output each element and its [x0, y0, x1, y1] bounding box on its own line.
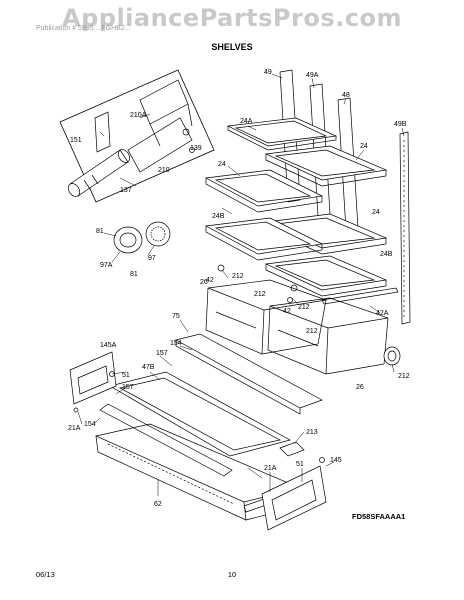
callout-157-lower: 157: [122, 384, 134, 391]
callout-49B: 49B: [394, 121, 407, 128]
crisper-drawers: [205, 279, 401, 375]
callout-49A: 49A: [306, 72, 319, 79]
callout-212-left: 212: [232, 273, 244, 280]
callout-212-lower: 212: [306, 328, 318, 335]
callout-212-far-right: 212: [398, 373, 410, 380]
callout-81-bottom: 81: [130, 271, 138, 278]
footer-page-number: 10: [227, 570, 237, 579]
callout-154-top: 154: [170, 340, 182, 347]
callout-157-top: 157: [156, 350, 168, 357]
callout-48: 48: [342, 92, 350, 99]
callout-51-left: 51: [122, 372, 130, 379]
callout-139: 139: [190, 145, 202, 152]
callout-21A-right: 21A: [264, 465, 277, 472]
leader-lines: [77, 73, 405, 496]
callout-81-top: 81: [96, 228, 104, 235]
callout-26-upper: 26: [200, 279, 208, 286]
callout-24A: 24A: [240, 118, 253, 125]
callout-24-mid-right: 24: [372, 209, 380, 216]
callout-210: 210: [158, 167, 170, 174]
publication-header: Publication # 5995... FGHB2...: [36, 25, 131, 32]
callout-21A-left: 21A: [68, 425, 81, 432]
callout-145: 145: [330, 457, 342, 464]
glass-shelves: [204, 117, 388, 297]
callout-210A: 210A: [130, 112, 147, 119]
callout-212-mid: 212: [254, 291, 266, 298]
callout-24B-right: 24B: [380, 251, 393, 258]
footer-date: 06/13: [36, 570, 55, 579]
callout-24-upper-right: 24: [360, 143, 368, 150]
callout-97: 97: [148, 255, 156, 262]
callout-24B-left: 24B: [212, 213, 225, 220]
callout-97A: 97A: [100, 262, 113, 269]
drawing-code: FD58SFAAAA1: [352, 512, 406, 521]
callout-154-lower: 154: [84, 421, 96, 428]
callout-26-lower: 26: [356, 384, 364, 391]
callout-47B: 47B: [142, 364, 155, 371]
callout-42-mid: 42: [283, 308, 291, 315]
callout-151: 151: [70, 137, 82, 144]
callout-145A: 145A: [100, 342, 117, 349]
callout-labels: 49 49A 48 49B 24A 24 24 151 210A 139 210…: [68, 69, 410, 508]
callout-24-upper-left: 24: [218, 161, 226, 168]
water-filter-inset: [59, 69, 215, 203]
callout-42A: 42A: [376, 310, 389, 317]
callout-137: 137: [120, 187, 132, 194]
section-title: SHELVES: [211, 42, 253, 52]
callout-51-right: 51: [296, 461, 304, 468]
callout-42-left: 42: [206, 277, 214, 284]
callout-62: 62: [154, 501, 162, 508]
callout-75: 75: [172, 313, 180, 320]
callout-213: 213: [306, 429, 318, 436]
watermark: AppliancePartsPros.com: [62, 4, 402, 32]
callout-212-right: 212: [298, 304, 310, 311]
fan-assembly: [113, 221, 298, 303]
callout-49: 49: [264, 69, 272, 76]
deli-drawer-assembly: [69, 333, 327, 531]
